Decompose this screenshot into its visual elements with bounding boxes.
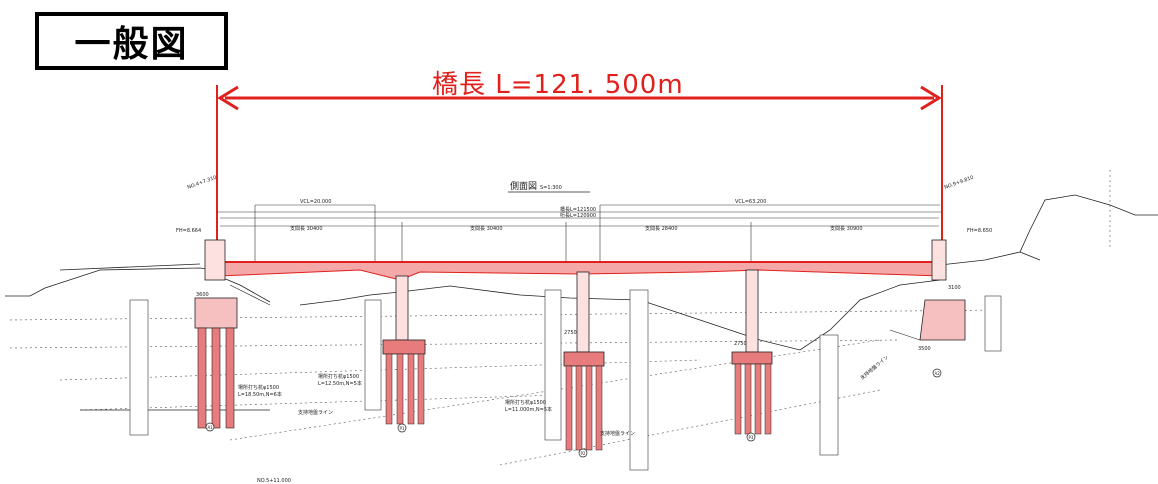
girder-length-dim: 桁長L=120900	[560, 212, 596, 219]
vcl-right: VCL=63.200	[735, 199, 766, 205]
pile-note-p2-length: L=11.000m,N=5本	[505, 406, 552, 413]
boring-logs	[129, 289, 1002, 471]
span-2: 支間長 30400	[470, 225, 503, 232]
pile-note-p1-length: L=12.50m,N=5本	[318, 380, 362, 387]
node-a1: A1	[208, 425, 214, 430]
node-p3: P3	[749, 435, 754, 440]
abutment-a1	[194, 239, 271, 429]
footing-p3-dim: 2750	[734, 341, 747, 347]
pile-note-a1-length: L=18.50m,N=6本	[238, 391, 282, 398]
station-right: NO.9+9.810	[944, 175, 975, 191]
pile-note-a1: 場所打ち杭φ1500	[238, 384, 279, 391]
node-p1: P1	[400, 426, 405, 431]
abutment-a2	[889, 239, 966, 341]
fh-right: FH=8.650	[967, 228, 992, 234]
support-line-label: 支持地盤ライン	[298, 409, 333, 416]
station-left: NO.4+7.310	[187, 175, 218, 191]
view-scale: S=1:300	[540, 185, 562, 191]
node-p2: P2	[581, 451, 586, 456]
footing-a2-dim: 3500	[918, 346, 931, 352]
view-title: 側面図	[510, 180, 537, 192]
support-line-label-3: 支持地盤ライン	[859, 354, 890, 382]
dimension-lines	[217, 204, 942, 265]
total-length-dim: 橋長L=121500	[560, 206, 596, 213]
pile-note-p1: 場所打ち杭φ1500	[318, 373, 359, 380]
station-bottom: NO.5+11.000	[257, 478, 291, 484]
node-markers	[205, 368, 942, 458]
fh-left: FH=8.664	[176, 228, 201, 234]
pier-p3	[731, 269, 773, 435]
pile-note-p2: 場所打ち杭φ1500	[505, 399, 546, 406]
bridge-length-arrow	[216, 85, 943, 268]
title-box: 一般図	[35, 12, 228, 70]
span-4: 支間長 30900	[830, 225, 863, 232]
bridge-length-label: 橋長 L=121. 500m	[432, 70, 684, 100]
span-3: 支間長 28400	[645, 225, 678, 232]
span-1: 支間長 30400	[290, 225, 323, 232]
pier-p2	[563, 271, 605, 451]
pier-p1	[382, 275, 426, 425]
page-title: 一般図	[74, 24, 189, 65]
footing-p2-dim: 2750	[564, 330, 577, 336]
node-a2: A2	[935, 371, 941, 376]
vcl-left: VCL=20.000	[300, 199, 331, 205]
dim-3100: 3100	[948, 285, 961, 291]
footing-a1-dim: 3600	[196, 292, 209, 298]
support-line-label-2: 支持地盤ライン	[600, 430, 635, 437]
